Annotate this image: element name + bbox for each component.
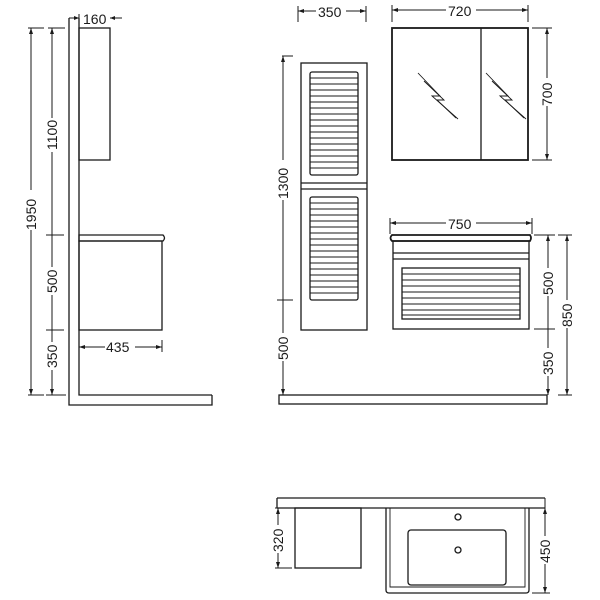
dim-label-1950: 1950 xyxy=(23,199,39,230)
dim-label-500-side: 500 xyxy=(44,269,60,293)
dim-label-1100: 1100 xyxy=(44,120,60,150)
dim-label-320: 320 xyxy=(270,528,286,552)
louvre-slats-lower xyxy=(310,202,358,294)
tall-unit-front xyxy=(300,62,368,331)
dim-tall-unit-vertical: 1300 500 xyxy=(275,55,293,395)
dim-chain-side: 1100 500 350 xyxy=(44,27,66,396)
dim-label-350-vanity: 350 xyxy=(540,351,556,375)
dim-label-450: 450 xyxy=(537,539,553,563)
wall-outer-line xyxy=(68,18,213,406)
basin-plan xyxy=(385,508,530,594)
dim-tall-unit-width: 350 xyxy=(297,3,367,22)
dim-label-500-vanity: 500 xyxy=(540,271,556,295)
vanity-louvre-slats xyxy=(402,273,520,316)
dim-label-500-tall: 500 xyxy=(275,336,291,360)
dim-vanity-width: 750 xyxy=(389,215,533,234)
dim-label-350-side: 350 xyxy=(44,344,60,368)
vanity-top-side xyxy=(78,234,166,242)
mirror-cabinet-side xyxy=(78,27,111,161)
dim-label-350-width: 350 xyxy=(318,4,342,20)
wall-inner-line xyxy=(78,18,212,396)
dim-vanity-depth: 435 xyxy=(79,338,163,355)
vanity-body-side xyxy=(78,240,163,331)
dim-label-1300: 1300 xyxy=(275,168,291,199)
plan-view: 320 450 xyxy=(270,497,553,594)
dim-basin-depth: 450 xyxy=(532,498,553,594)
dim-tall-unit-depth: 320 xyxy=(270,507,292,569)
dim-mirror-width: 720 xyxy=(391,2,529,22)
front-elevation: 350 1300 500 xyxy=(275,2,575,405)
floor-line xyxy=(278,394,548,405)
side-elevation: 160 1950 1100 500 350 xyxy=(23,11,213,406)
mirror-glass-icon-right xyxy=(485,72,527,120)
louvre-slats-upper xyxy=(310,77,358,169)
dim-label-700: 700 xyxy=(539,82,555,106)
tall-unit-plan xyxy=(294,507,362,569)
drain-hole-icon xyxy=(454,546,462,554)
dim-label-435: 435 xyxy=(106,339,130,355)
mirror-cabinet-front xyxy=(391,27,529,161)
mirror-glass-icon-left xyxy=(417,72,459,120)
dim-mirror-depth: 160 xyxy=(69,11,122,27)
dim-mirror-height: 700 xyxy=(532,27,555,161)
dim-vanity-top-height: 850 xyxy=(558,234,575,396)
dim-label-160: 160 xyxy=(83,11,107,27)
dim-label-720: 720 xyxy=(448,3,472,19)
dim-overall-height: 1950 xyxy=(23,27,44,396)
dim-vanity-chain: 500 350 xyxy=(534,234,556,395)
dim-label-850: 850 xyxy=(559,303,575,327)
vanity-front xyxy=(389,234,532,330)
dim-label-750: 750 xyxy=(448,216,472,232)
tap-hole-icon xyxy=(454,513,462,521)
